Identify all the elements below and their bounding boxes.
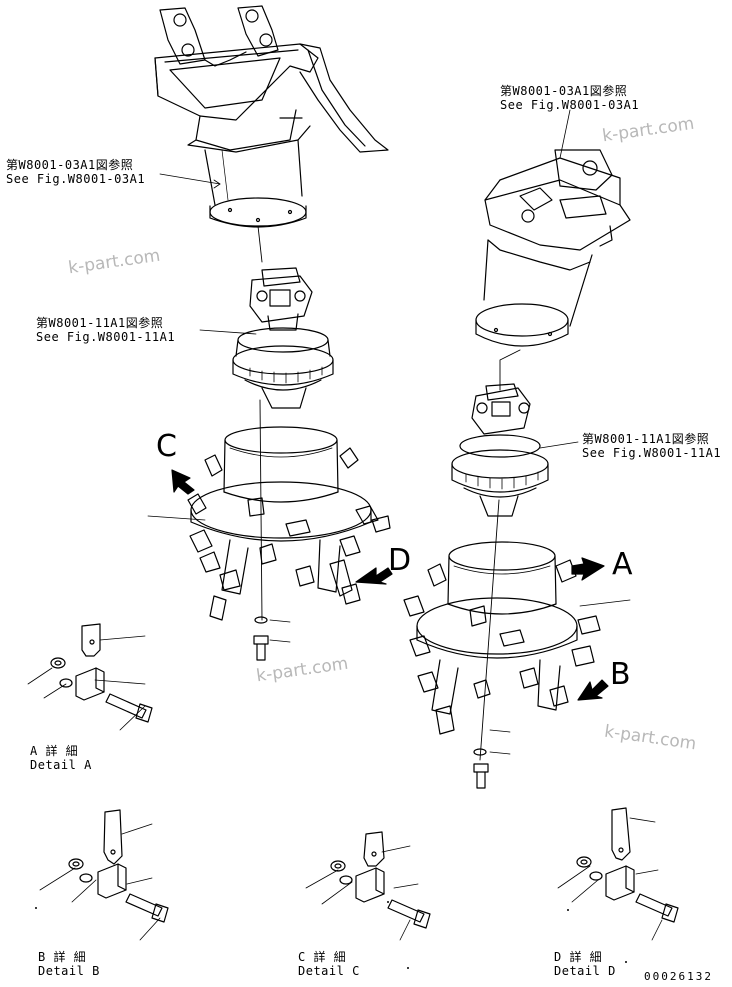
detail-b-caption: B 詳 細 Detail B bbox=[38, 950, 100, 978]
left-axis-line-1 bbox=[258, 226, 262, 262]
right-bracket bbox=[485, 150, 630, 250]
left-reduction-gear bbox=[233, 328, 333, 408]
detail-caption-en: Detail C bbox=[298, 964, 360, 978]
view-letter-b: B bbox=[610, 657, 631, 692]
left-washer-bolt bbox=[254, 617, 290, 660]
drawing-number: 00026132 bbox=[644, 970, 713, 983]
detail-caption-en: Detail B bbox=[38, 964, 100, 978]
ref-text-en: See Fig.W8001-11A1 bbox=[582, 446, 722, 460]
right-swing-motor bbox=[472, 384, 530, 434]
left-turret-frame bbox=[188, 427, 390, 620]
right-reduction-gear bbox=[452, 435, 548, 516]
view-letter-d: D bbox=[388, 543, 412, 578]
ref-text-en: See Fig.W8001-03A1 bbox=[500, 98, 640, 112]
view-arrow-c bbox=[172, 470, 194, 494]
ref-label-top-right: 第W8001-03A1図参照 See Fig.W8001-03A1 bbox=[500, 84, 639, 112]
left-bracket bbox=[155, 6, 388, 152]
right-axis-line-1 bbox=[500, 350, 520, 390]
left-swing-motor bbox=[250, 268, 312, 330]
ref-text-en: See Fig.W8001-11A1 bbox=[36, 330, 176, 344]
view-letter-c: C bbox=[156, 429, 177, 464]
leader-lines bbox=[28, 110, 662, 940]
detail-caption-ja: B 詳 細 bbox=[38, 950, 87, 964]
right-turret-frame bbox=[404, 542, 600, 734]
left-axis-line-2 bbox=[260, 400, 262, 620]
view-arrow-b bbox=[578, 680, 608, 700]
detail-caption-ja: D 詳 細 bbox=[554, 950, 603, 964]
ref-text-ja: 第W8001-03A1図参照 bbox=[500, 84, 628, 98]
right-swing-cylinder bbox=[476, 240, 592, 346]
ref-label-mid-left: 第W8001-11A1図参照 See Fig.W8001-11A1 bbox=[36, 316, 175, 344]
ref-label-mid-right: 第W8001-11A1図参照 See Fig.W8001-11A1 bbox=[582, 432, 721, 460]
detail-c-caption: C 詳 細 Detail C bbox=[298, 950, 360, 978]
view-arrow-a bbox=[572, 558, 604, 580]
detail-c-parts bbox=[331, 832, 430, 928]
detail-a-parts bbox=[51, 624, 152, 722]
ref-text-ja: 第W8001-11A1図参照 bbox=[36, 316, 164, 330]
detail-d-caption: D 詳 細 Detail D bbox=[554, 950, 616, 978]
ref-label-top-left: 第W8001-03A1図参照 See Fig.W8001-03A1 bbox=[6, 158, 145, 186]
left-swing-cylinder bbox=[205, 140, 306, 227]
detail-caption-en: Detail D bbox=[554, 964, 616, 978]
detail-b-parts bbox=[69, 810, 168, 922]
view-letter-a: A bbox=[612, 547, 633, 582]
right-washer-bolt bbox=[474, 730, 510, 788]
minor-marks bbox=[35, 901, 627, 969]
detail-caption-ja: A 詳 細 bbox=[30, 744, 79, 758]
detail-a-caption: A 詳 細 Detail A bbox=[30, 744, 92, 772]
ref-text-ja: 第W8001-03A1図参照 bbox=[6, 158, 134, 172]
right-axis-line-2 bbox=[480, 500, 499, 760]
detail-d-parts bbox=[577, 808, 678, 922]
ref-text-ja: 第W8001-11A1図参照 bbox=[582, 432, 710, 446]
detail-caption-en: Detail A bbox=[30, 758, 92, 772]
detail-caption-ja: C 詳 細 bbox=[298, 950, 347, 964]
ref-text-en: See Fig.W8001-03A1 bbox=[6, 172, 146, 186]
view-arrow-d bbox=[356, 568, 392, 584]
